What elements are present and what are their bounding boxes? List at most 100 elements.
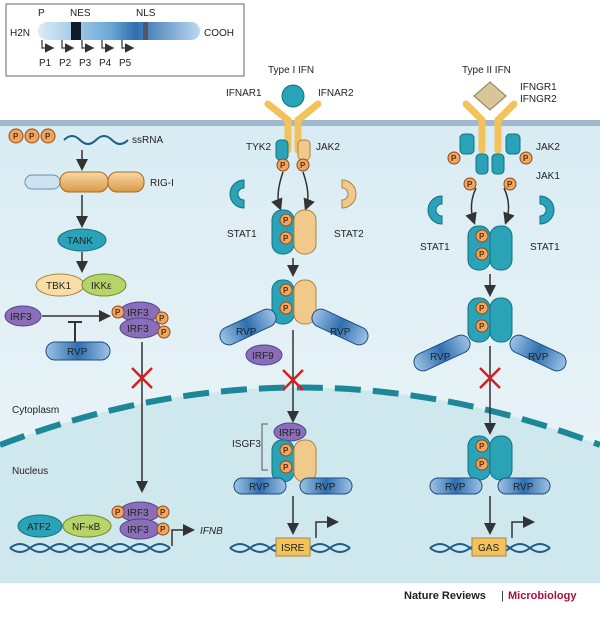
rig-i-domain bbox=[24, 174, 61, 190]
tyk2-label: TYK2 bbox=[246, 142, 271, 153]
rvp-protein bbox=[311, 308, 369, 346]
phosphate-label: P bbox=[283, 286, 289, 295]
phosphate-label: P bbox=[283, 304, 289, 313]
phosphate-label: P bbox=[115, 308, 121, 317]
phosphate-label: P bbox=[467, 180, 473, 189]
irf3-label: IRF3 bbox=[10, 312, 32, 323]
irf9-label: IRF9 bbox=[252, 351, 274, 362]
stat2-label: STAT2 bbox=[334, 229, 364, 240]
ifnar2-label: IFNAR2 bbox=[318, 88, 354, 99]
phosphate-label: P bbox=[479, 460, 485, 469]
rvp-label: RVP bbox=[315, 482, 336, 493]
rvp-label: RVP bbox=[249, 482, 270, 493]
rvp-protein bbox=[509, 334, 567, 372]
phosphate-circle bbox=[463, 177, 477, 191]
rvp-label: RVP bbox=[528, 352, 549, 363]
phosphate-label: P bbox=[507, 180, 513, 189]
phosphate-circle bbox=[279, 213, 293, 227]
phosphate-circle bbox=[475, 229, 489, 243]
ifngr2-receptor bbox=[494, 100, 518, 154]
jak1-label: JAK1 bbox=[536, 171, 560, 182]
phosphate-label: P bbox=[115, 508, 121, 517]
journal-section: Microbiology bbox=[508, 590, 577, 602]
transcription-arrow bbox=[315, 516, 339, 538]
phosphate-label: P bbox=[283, 446, 289, 455]
ifngr2-label: IFNGR2 bbox=[520, 94, 557, 105]
rvp-protein bbox=[219, 308, 277, 346]
ifnar1-receptor bbox=[264, 100, 292, 154]
tank-label: TANK bbox=[67, 236, 93, 247]
ssrna-label: ssRNA bbox=[132, 135, 163, 146]
phosphate-circle bbox=[475, 301, 489, 315]
phosphate-circle bbox=[111, 505, 125, 519]
phosphate-label: P bbox=[283, 216, 289, 225]
phosphate-label: P bbox=[300, 161, 306, 170]
isgf3-label: ISGF3 bbox=[232, 439, 261, 450]
stat2-subunit bbox=[293, 209, 317, 255]
nls-segment bbox=[143, 22, 148, 40]
rvp-label: RVP bbox=[67, 347, 88, 358]
rvp-label: RVP bbox=[445, 482, 466, 493]
rvp-protein bbox=[299, 477, 353, 495]
phosphate-label: P bbox=[451, 154, 457, 163]
p-label: P bbox=[38, 8, 45, 19]
start-site-label: P2 bbox=[59, 58, 72, 69]
stat2-subunit bbox=[293, 439, 317, 483]
jak1-kinase bbox=[475, 153, 489, 175]
phosphate-circle bbox=[519, 151, 533, 165]
phosphate-circle bbox=[111, 305, 125, 319]
irf9-protein bbox=[245, 344, 283, 366]
phosphate-label: P bbox=[479, 304, 485, 313]
rvp-label: RVP bbox=[236, 327, 257, 338]
phosphate-label: P bbox=[13, 132, 19, 141]
start-site-label: P5 bbox=[119, 58, 132, 69]
tbk1-label: TBK1 bbox=[46, 281, 71, 292]
rvp-protein bbox=[45, 341, 111, 361]
gas-label: GAS bbox=[478, 543, 499, 554]
transcription-arrow bbox=[511, 516, 535, 538]
phosphate-circle bbox=[475, 457, 489, 471]
n-terminus: H2N bbox=[10, 28, 30, 39]
start-site-label: P3 bbox=[79, 58, 92, 69]
jak2-kinase bbox=[505, 133, 521, 155]
ifnar2-receptor bbox=[294, 100, 322, 154]
phosphate-label: P bbox=[160, 508, 166, 517]
stat1-subunit bbox=[489, 435, 513, 481]
phosphate-circle bbox=[157, 325, 171, 339]
stat1-subunit bbox=[489, 225, 513, 271]
phosphate-circle bbox=[8, 128, 24, 144]
ikke-label: IKKε bbox=[91, 281, 112, 292]
phosphate-circle bbox=[156, 522, 170, 536]
irf3-label: IRF3 bbox=[127, 508, 149, 519]
phosphate-circle bbox=[475, 439, 489, 453]
irf3-label: IRF3 bbox=[127, 324, 149, 335]
start-site-label: P4 bbox=[99, 58, 112, 69]
phosphate-label: P bbox=[523, 154, 529, 163]
isgf3-bracket bbox=[261, 423, 268, 471]
ikke-protein bbox=[81, 273, 127, 297]
transcription-arrow bbox=[171, 524, 195, 546]
arrow bbox=[271, 171, 284, 211]
nes-segment bbox=[71, 22, 81, 40]
nucleus-label: Nucleus bbox=[12, 466, 48, 477]
phosphate-label: P bbox=[161, 328, 167, 337]
irf3-label: IRF3 bbox=[127, 525, 149, 536]
pathway-title: Type II IFN bbox=[462, 65, 511, 76]
nfkb-protein bbox=[62, 514, 112, 538]
ifngr1-label: IFNGR1 bbox=[520, 82, 557, 93]
stat1-label: STAT1 bbox=[420, 242, 450, 253]
stat1-monomer bbox=[427, 195, 443, 225]
rig-i-label: RIG-I bbox=[150, 178, 174, 189]
journal-name: Nature Reviews bbox=[404, 590, 486, 602]
phosphate-label: P bbox=[283, 463, 289, 472]
arrow bbox=[465, 187, 477, 225]
phosphate-circle bbox=[279, 231, 293, 245]
phosphate-label: P bbox=[45, 132, 51, 141]
pathway-title: Type I IFN bbox=[268, 65, 314, 76]
atf2-protein bbox=[17, 514, 63, 538]
jak2-label: JAK2 bbox=[316, 142, 340, 153]
start-site-label: P1 bbox=[39, 58, 52, 69]
isre-element bbox=[275, 537, 311, 557]
start-sites: P1 P2 P3 P4 P5 bbox=[39, 40, 135, 69]
